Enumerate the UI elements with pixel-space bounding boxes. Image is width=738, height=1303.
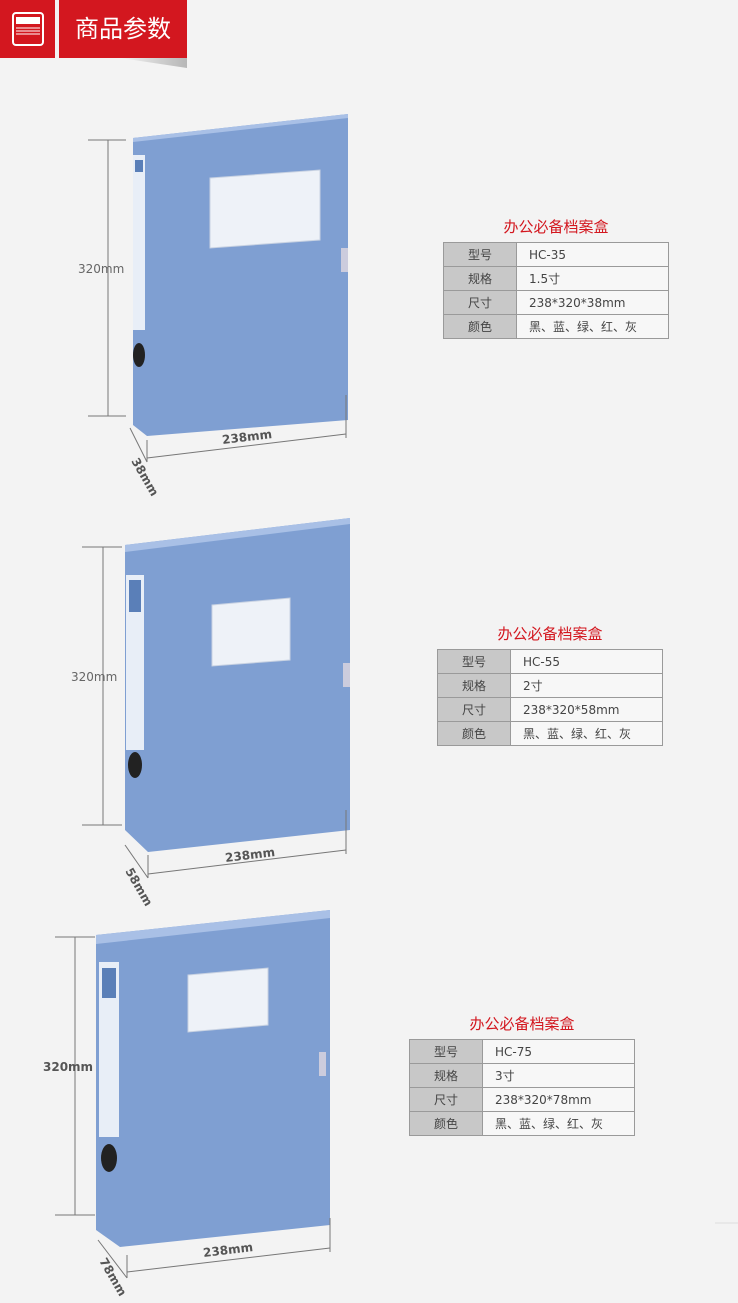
file-box-image-3 — [55, 910, 738, 1279]
ribbon-shadow — [120, 58, 187, 68]
spec-title: 办公必备档案盒 — [497, 625, 603, 643]
row-key: 尺寸 — [443, 290, 517, 315]
table-row: 颜色黑、蓝、绿、红、灰 — [437, 721, 663, 746]
table-row: 颜色黑、蓝、绿、红、灰 — [409, 1111, 635, 1136]
document-icon — [0, 0, 55, 58]
row-value: 1.5寸 — [516, 266, 669, 291]
row-value: HC-55 — [510, 649, 663, 674]
row-key: 型号 — [437, 649, 511, 674]
row-value: 黑、蓝、绿、红、灰 — [510, 721, 663, 746]
row-key: 规格 — [437, 673, 511, 698]
row-value: HC-75 — [482, 1039, 635, 1064]
row-value: 黑、蓝、绿、红、灰 — [482, 1111, 635, 1136]
row-value: 3寸 — [482, 1063, 635, 1088]
row-key: 规格 — [443, 266, 517, 291]
row-key: 规格 — [409, 1063, 483, 1088]
row-value: 238*320*58mm — [510, 697, 663, 722]
row-key: 尺寸 — [409, 1087, 483, 1112]
file-box-image-1 — [88, 114, 348, 463]
file-box-image-2 — [82, 518, 350, 879]
row-value: 238*320*38mm — [516, 290, 669, 315]
table-row: 颜色黑、蓝、绿、红、灰 — [443, 314, 669, 339]
height-label: 320mm — [78, 262, 125, 276]
height-label: 320mm — [43, 1060, 94, 1074]
section-title: 商品参数 — [59, 0, 187, 58]
row-key: 颜色 — [409, 1111, 483, 1136]
row-value: 黑、蓝、绿、红、灰 — [516, 314, 669, 339]
spec-title: 办公必备档案盒 — [469, 1015, 575, 1033]
row-key: 颜色 — [443, 314, 517, 339]
height-label: 320mm — [71, 670, 118, 684]
row-key: 尺寸 — [437, 697, 511, 722]
row-value: HC-35 — [516, 242, 669, 267]
row-key: 型号 — [443, 242, 517, 267]
row-key: 颜色 — [437, 721, 511, 746]
row-value: 238*320*78mm — [482, 1087, 635, 1112]
row-key: 型号 — [409, 1039, 483, 1064]
spec-title: 办公必备档案盒 — [503, 218, 609, 236]
row-value: 2寸 — [510, 673, 663, 698]
